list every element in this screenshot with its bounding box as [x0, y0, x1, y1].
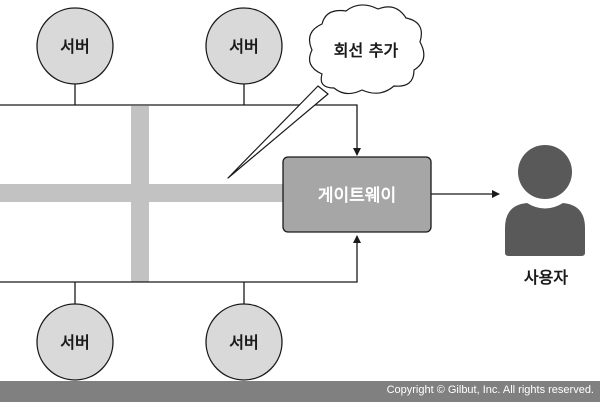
callout-tail	[227, 85, 329, 179]
user-head	[518, 145, 572, 199]
top-network-line	[0, 104, 361, 156]
server-label: 서버	[60, 37, 89, 56]
server-bottom-left: 서버	[36, 303, 114, 381]
gateway-node: 게이트웨이	[282, 156, 432, 233]
cloud-shape	[309, 4, 425, 95]
server-label: 서버	[229, 37, 258, 56]
copyright-footer: Copyright © Gilbut, Inc. All rights rese…	[0, 381, 600, 402]
server-node	[36, 7, 114, 85]
server-node	[205, 303, 283, 381]
server-top-right: 서버	[205, 7, 283, 85]
callout-bubble: 회선 추가	[227, 4, 425, 179]
server-node	[36, 303, 114, 381]
copyright-text: Copyright © Gilbut, Inc. All rights rese…	[386, 384, 594, 396]
user-icon	[505, 145, 585, 256]
server-label: 서버	[229, 333, 258, 352]
server-bottom-right: 서버	[205, 303, 283, 381]
user-label: 사용자	[524, 268, 568, 287]
gateway-label: 게이트웨이	[318, 186, 396, 206]
user-body	[505, 203, 585, 256]
server-label: 서버	[60, 333, 89, 352]
bottom-network-line	[0, 235, 361, 283]
network-diagram: 서버 서버 서버 서버 회선 추가 게이트웨이	[0, 4, 585, 381]
added-line-horizontal-band	[0, 184, 285, 202]
server-top-left: 서버	[36, 7, 114, 85]
callout-label: 회선 추가	[334, 41, 399, 60]
server-node	[205, 7, 283, 85]
